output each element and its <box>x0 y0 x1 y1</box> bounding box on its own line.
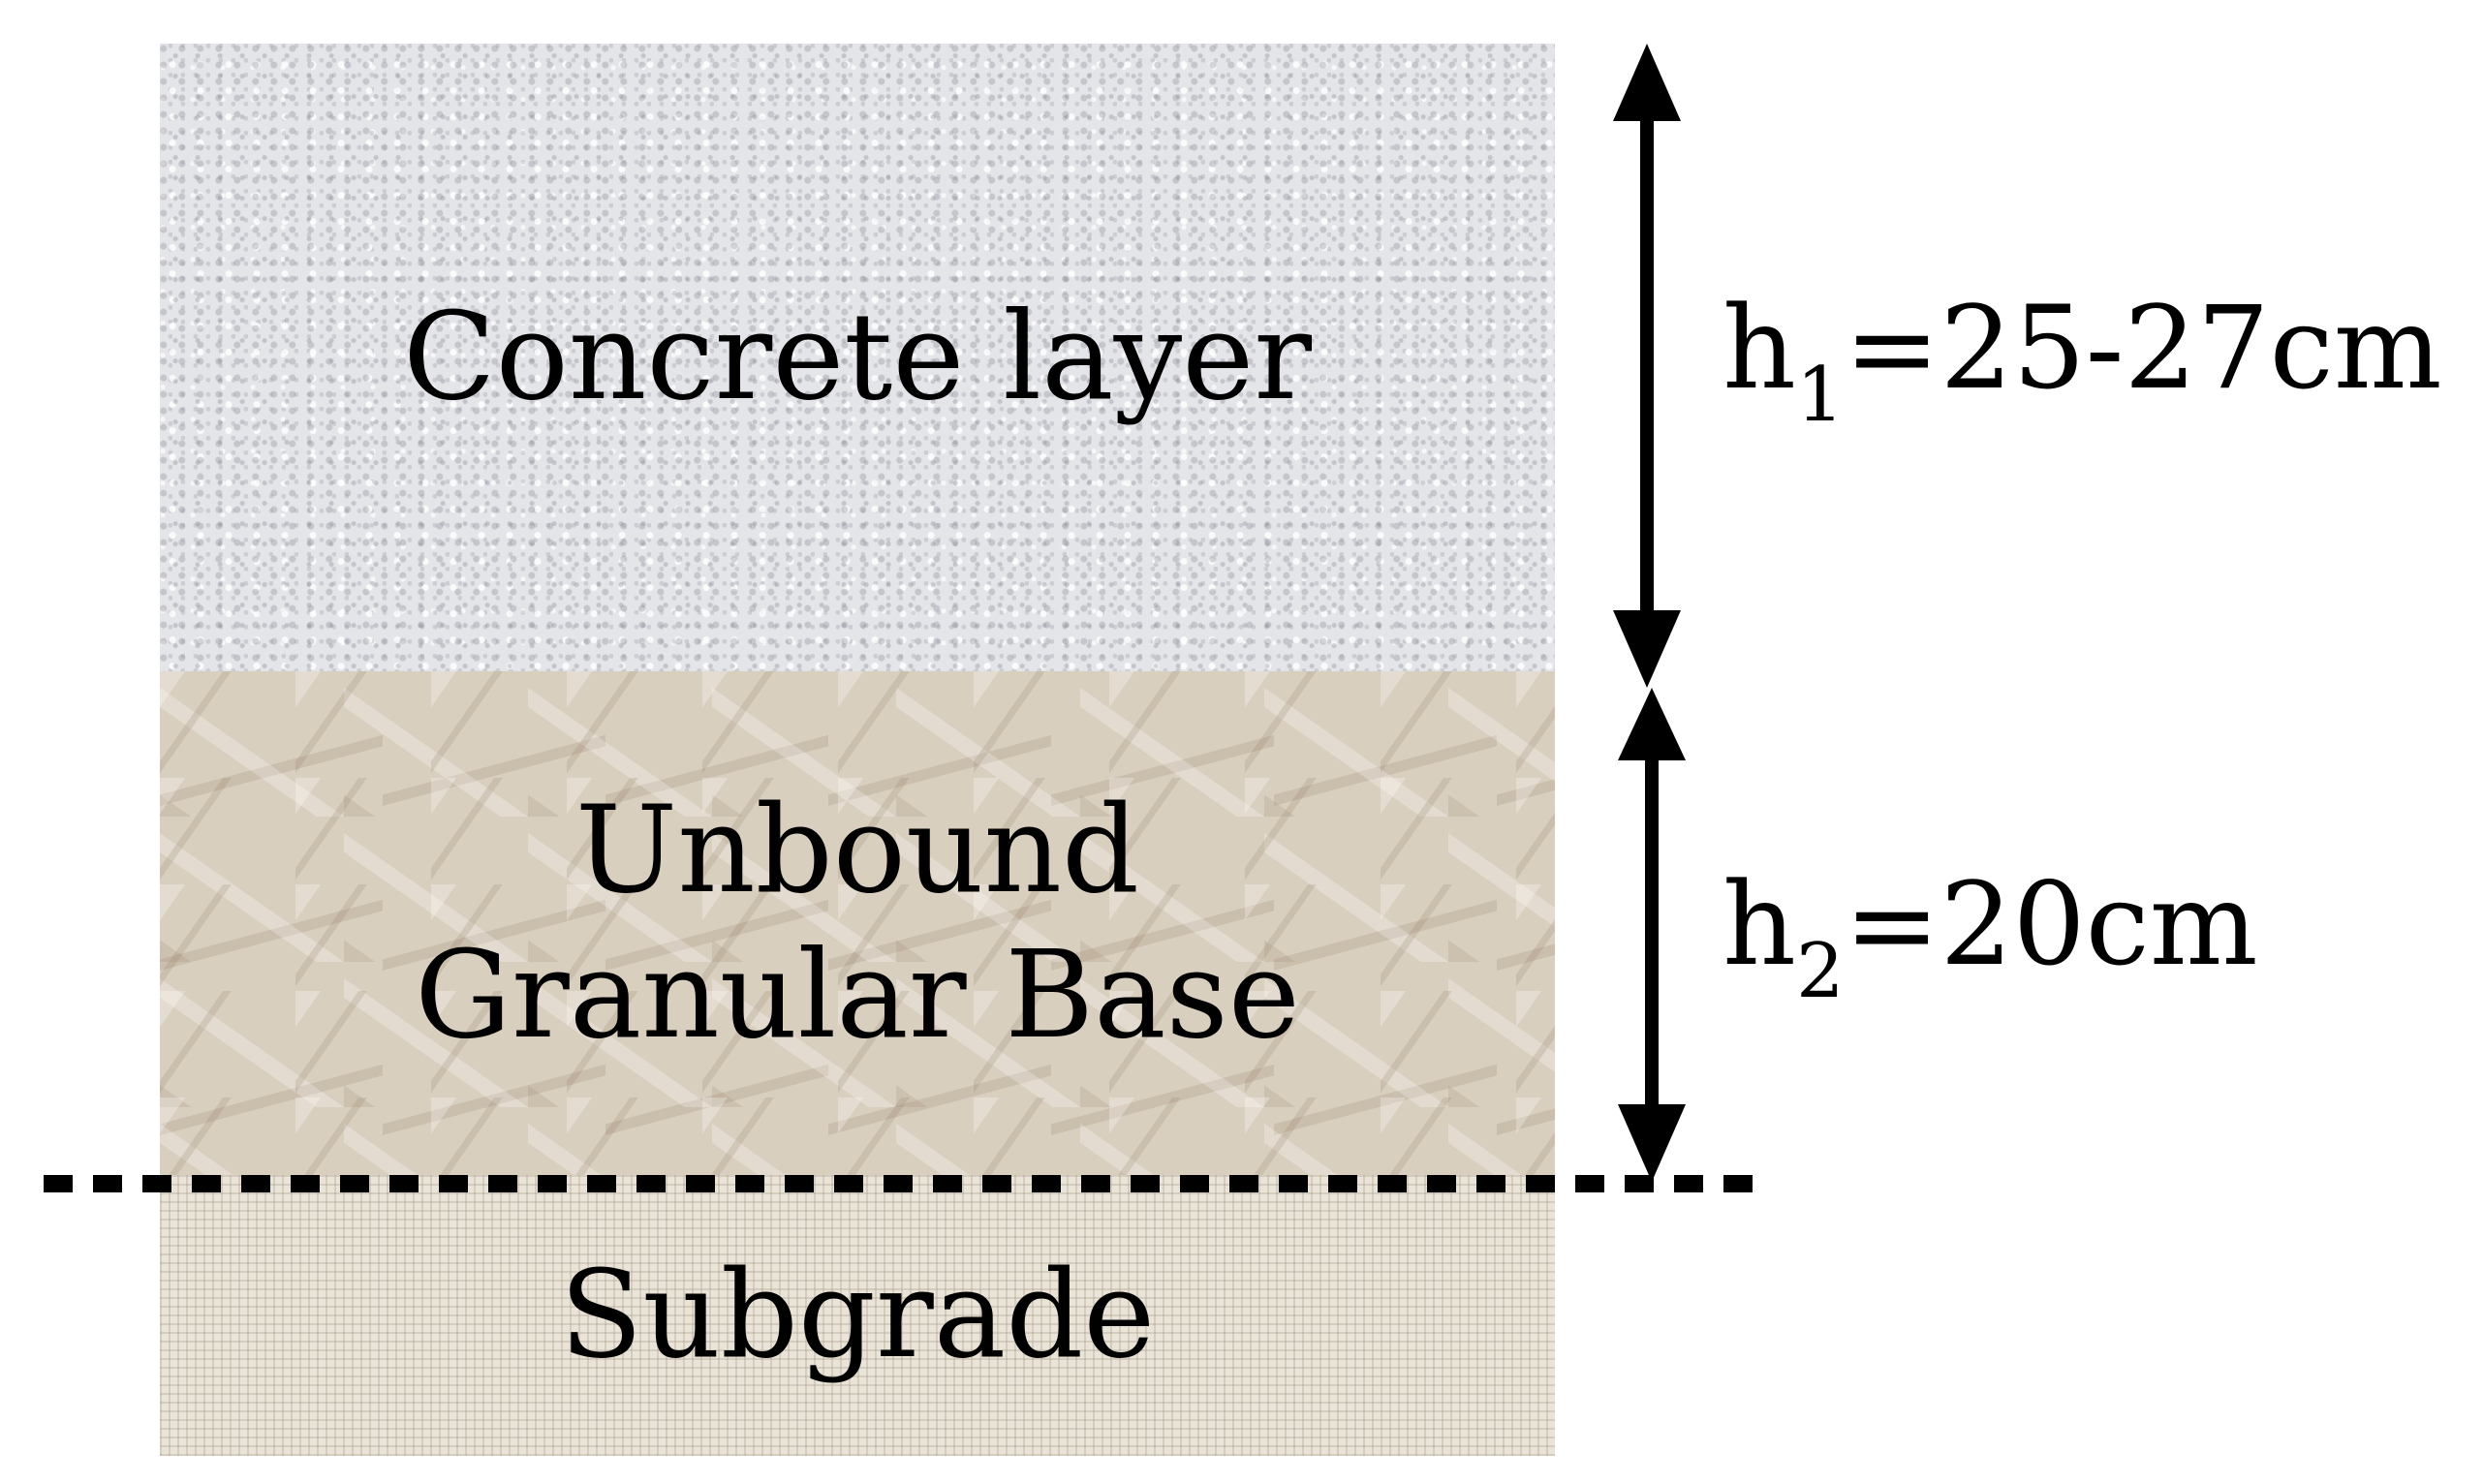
subgrade-layer-label: Subgrade <box>559 1245 1156 1385</box>
h1-dimension-label: h1=25-27cm <box>1723 291 2442 433</box>
subgrade-layer: Subgrade <box>160 1175 1555 1456</box>
granular-base-layer-label: Unbound Granular Base <box>415 780 1300 1066</box>
h2-subscript: 2 <box>1796 928 1845 1015</box>
h2-dimension-arrow <box>1618 688 1686 1182</box>
h1-subscript: 1 <box>1796 352 1845 439</box>
h2-symbol: h <box>1723 857 1796 991</box>
concrete-layer-label: Concrete layer <box>403 287 1312 427</box>
concrete-layer: Concrete layer <box>160 44 1555 671</box>
granular-base-layer: Unbound Granular Base <box>160 671 1555 1175</box>
h1-value: =25-27cm <box>1844 281 2442 415</box>
h1-dimension-arrow <box>1613 44 1681 688</box>
h2-dimension-label: h2=20cm <box>1723 867 2258 1009</box>
h1-symbol: h <box>1723 281 1796 415</box>
h2-value: =20cm <box>1844 857 2258 991</box>
